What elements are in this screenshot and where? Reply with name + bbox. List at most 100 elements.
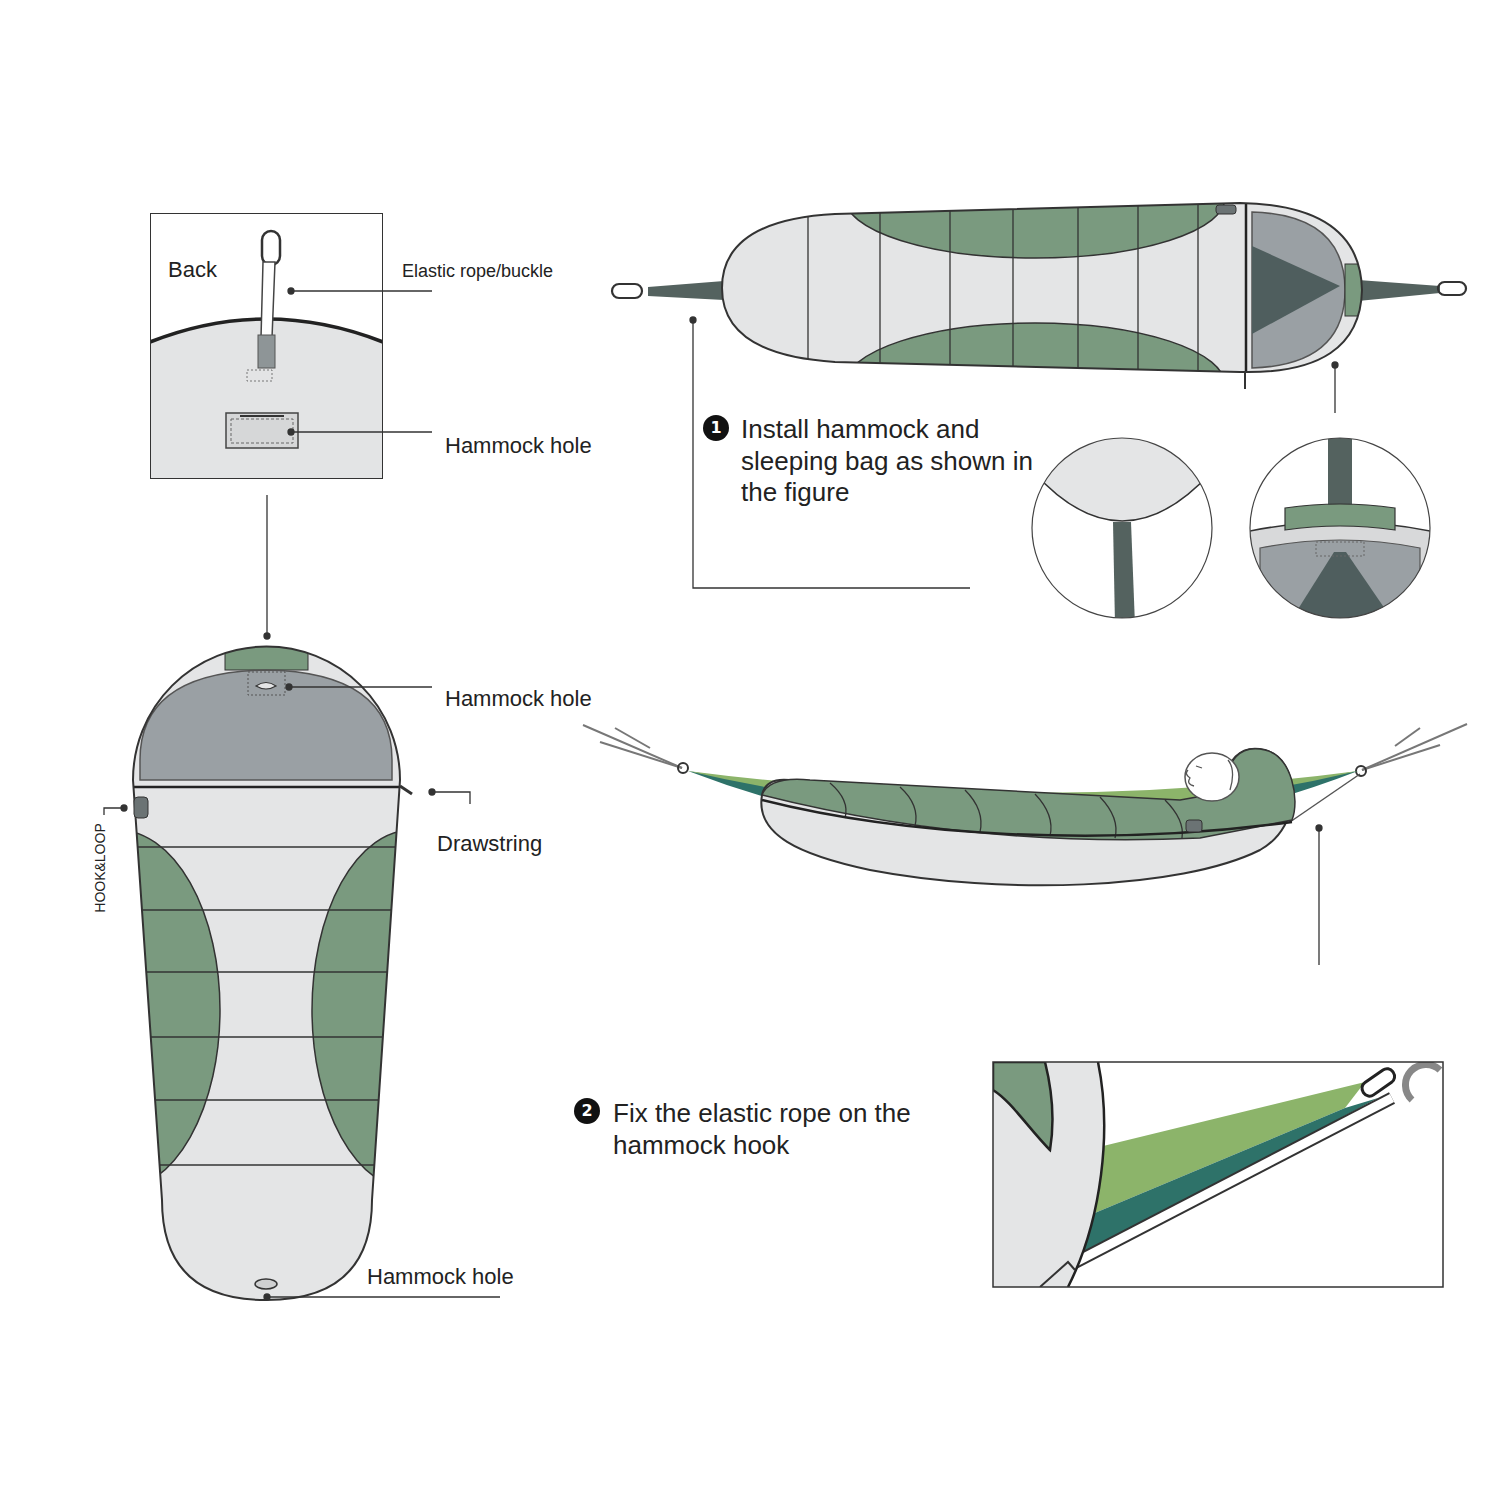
sleeping-bag-front: [120, 971, 410, 972]
detail-circle: [1025, 430, 1220, 625]
hammock-side-view: [1186, 820, 1202, 832]
detail-circle: [1245, 430, 1435, 625]
hammock-hole-symbol: [226, 413, 298, 448]
hammock-side-view: [1395, 728, 1420, 746]
leader-line: [266, 495, 267, 636]
elastic-rope-symbol: [258, 335, 275, 368]
elastic-rope-symbol: [247, 231, 280, 381]
hammock-side-view: [830, 783, 846, 818]
detail-circle: [1285, 504, 1395, 530]
sleeping-bag-front: [120, 909, 410, 910]
sleeping-bag-flat: [648, 281, 724, 300]
hook-detail: [993, 1062, 1052, 1150]
sleeping-bag-flat: [1137, 200, 1138, 380]
sleeping-bag-flat: [1358, 280, 1440, 301]
hammock-side-view: [762, 800, 1292, 836]
sleeping-bag-flat: [1252, 246, 1340, 334]
sleeping-bag-flat: [722, 203, 1362, 372]
hook-detail: [993, 1062, 1104, 1287]
sleeping-bag-front: [16, 640, 512, 1190]
sleeping-bag-flat: [1012, 200, 1013, 380]
sleeping-bag-front: [312, 830, 512, 1190]
hammock-side-view: [583, 724, 1467, 885]
hook-detail: [1068, 1062, 1104, 1287]
sleeping-bag-front: [134, 797, 148, 818]
leader-line: [1318, 828, 1319, 965]
hook-detail: [1359, 1066, 1397, 1099]
leader-line: [264, 288, 432, 639]
hook-detail: [1040, 1262, 1075, 1287]
leader-line: [1334, 365, 1335, 413]
hammock-side-view: [615, 728, 650, 748]
part-label: Hammock hole: [367, 1264, 514, 1291]
instruction-text: Fix the elastic rope on the hammock hook: [613, 1098, 985, 1161]
sleeping-bag-front: [133, 647, 400, 1301]
detail-circle: [1288, 552, 1396, 625]
hook-detail: [993, 1062, 1443, 1287]
detail-circle: [1032, 438, 1212, 618]
hammock-side-view: [1186, 760, 1232, 790]
hammock-side-view: [583, 724, 1467, 770]
elastic-rope-symbol: [261, 262, 275, 338]
hammock-side-view: [762, 749, 1295, 840]
sleeping-bag-flat: [1197, 200, 1198, 380]
hammock-side-view: [678, 763, 688, 773]
sleeping-bag-flat: [949, 200, 950, 380]
hammock-side-view: [1290, 774, 1360, 822]
sleeping-bag-front: [120, 1036, 410, 1037]
hammock-side-view: [1035, 794, 1051, 836]
part-label: Elastic rope/buckle: [402, 261, 553, 283]
hook-detail: [1405, 1064, 1440, 1100]
sleeping-bag-flat: [808, 138, 1365, 447]
leader-line: [432, 792, 470, 804]
hammock-side-view: [600, 742, 682, 768]
leader-line: [690, 317, 1338, 588]
sleeping-bag-flat: [1438, 282, 1466, 295]
sleeping-bag-flat: [1244, 373, 1246, 389]
callout-number: 1: [703, 415, 729, 441]
leader-line: [264, 633, 270, 639]
sleeping-bag-front: [16, 830, 220, 1190]
leader-line: [1316, 825, 1322, 965]
hammock-side-view: [583, 725, 682, 768]
sleeping-bag-flat: [807, 200, 808, 380]
sleeping-bag-flat: [1245, 204, 1248, 372]
elastic-rope-symbol: [247, 370, 272, 381]
hammock-side-view: [900, 787, 916, 826]
instruction-text: Install hammock and sleeping bag as show…: [741, 414, 1033, 509]
hook-detail: [993, 1062, 1443, 1287]
part-label: HOOK&LOOP: [92, 823, 109, 912]
leader-line: [291, 431, 432, 432]
sleeping-bag-front: [248, 672, 285, 695]
sleeping-bag-flat: [612, 138, 1466, 447]
detail-circle: [1245, 522, 1435, 625]
sleeping-bag-flat: [1077, 200, 1078, 380]
hammock-side-view: [965, 790, 981, 832]
leader-line: [291, 290, 432, 291]
back-inset-drawing: [150, 319, 383, 479]
hammock-hole-symbol: [226, 413, 298, 448]
detail-circle: [1316, 542, 1364, 556]
leader-line: [267, 1296, 500, 1297]
sleeping-bag-flat: [612, 284, 642, 298]
sleeping-bag-flat: [879, 200, 880, 380]
hammock-side-view: [1356, 766, 1366, 776]
sleeping-bag-front: [120, 847, 410, 1165]
detail-circle: [1025, 430, 1220, 625]
hammock-side-view: [1362, 724, 1467, 770]
part-label: Hammock hole: [445, 433, 592, 460]
inset-heading: Back: [168, 257, 217, 283]
hammock-hole-symbol: [231, 419, 293, 443]
hammock-hole-symbol: [240, 415, 284, 417]
sleeping-bag-flat: [808, 200, 1198, 380]
hook-detail: [993, 1062, 1443, 1287]
hammock-side-view: [1185, 753, 1239, 801]
sleeping-bag-front: [225, 640, 308, 670]
sleeping-bag-front: [255, 1279, 277, 1289]
detail-circle: [1250, 438, 1430, 618]
leader-line: [289, 686, 432, 687]
sleeping-bag-front: [256, 683, 276, 690]
sleeping-bag-front: [120, 1164, 410, 1165]
